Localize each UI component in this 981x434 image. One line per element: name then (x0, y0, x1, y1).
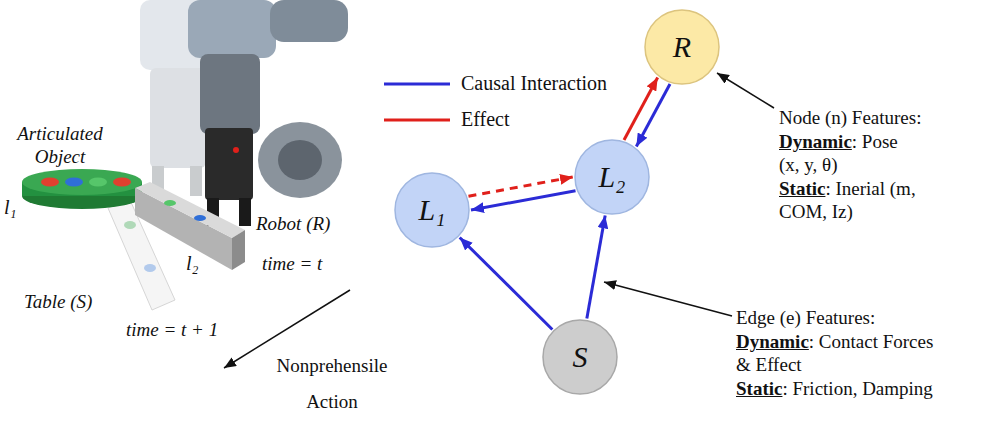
legend-line (384, 82, 450, 85)
drawing-ellipse (124, 221, 136, 229)
drawing-ellipse (194, 215, 206, 221)
articulated-disk (22, 169, 142, 209)
label-text: Table (S) (24, 291, 92, 312)
legend-line-sample (383, 114, 451, 126)
node-text-holder: S (542, 319, 618, 395)
feature-kind: Static (736, 378, 782, 399)
part-label: Articulated Object (4, 122, 116, 168)
time-label: time = t + 1 (126, 318, 218, 341)
feature-kind: Dynamic (779, 131, 852, 152)
drawing-ellipse (41, 178, 59, 187)
drawing-rect (200, 54, 260, 134)
label-text: l₁ (4, 196, 17, 218)
drawing-ellipse (278, 140, 322, 180)
node-text-holder: R (644, 9, 720, 85)
node-label: R (673, 30, 691, 64)
node-text-holder: L₁ (394, 172, 470, 248)
connector-arrow (468, 177, 573, 196)
node-callout-leader (717, 73, 774, 108)
link-node: L₁ (394, 172, 470, 248)
time-label: time = t (262, 252, 322, 275)
connector-arrow (636, 84, 670, 146)
callout-heading: Edge (e) Features: (736, 306, 875, 329)
drawing-ellipse (89, 178, 107, 187)
drawing-rect (270, 0, 348, 42)
drawing-rect (239, 198, 251, 226)
legend-text: Causal Interaction (461, 72, 607, 95)
part-label: Table (S) (24, 290, 92, 313)
label-text: time = t (262, 253, 322, 274)
node-label: L₁ (418, 193, 445, 227)
node-text-holder: L₂ (574, 139, 650, 215)
feature-note: Static: Friction, Damping (736, 377, 933, 400)
link-node: L₂ (574, 139, 650, 215)
feature-note: Dynamic: Contact Forces & Effect (736, 330, 948, 376)
connector-arrow (587, 215, 605, 318)
drawing-ellipse (258, 122, 342, 198)
part-label: l₂ (186, 252, 199, 275)
connector-arrow (460, 237, 553, 329)
drawing-ellipse (113, 178, 131, 187)
label-text: l₂ (186, 252, 199, 274)
label-text: time = t + 1 (126, 319, 218, 340)
part-label: Robot (R) (256, 212, 330, 235)
label-text: Edge (e) Features: (736, 307, 875, 328)
feature-kind: Static (779, 178, 825, 199)
label-text: Articulated Object (17, 123, 102, 167)
drawing-circle (233, 147, 239, 153)
drawing-polygon (135, 182, 245, 238)
callout-heading: Node (n) Features: (779, 106, 921, 129)
legend-entry: Causal Interaction (383, 72, 607, 95)
drawing-rect (205, 128, 253, 200)
feature-kind: Dynamic (736, 331, 809, 352)
node-label: S (573, 340, 588, 374)
circle-shape (645, 10, 719, 84)
feature-note: Dynamic: Pose (x, y, θ) (779, 130, 919, 176)
part-label: l₁ (4, 196, 17, 219)
drawing-ellipse (164, 200, 176, 206)
drawing-ellipse (65, 178, 83, 187)
label-text: Nonprehensile Action (277, 355, 388, 412)
drawing-rect (150, 68, 206, 168)
edge-callout-leader (604, 282, 732, 316)
node-label: L₂ (598, 160, 625, 194)
drawing-rect (188, 0, 276, 58)
circle-shape (395, 173, 469, 247)
label-text: : Friction, Damping (782, 378, 932, 399)
drawing-ellipse (144, 264, 156, 272)
circle-shape (543, 320, 617, 394)
legend-line-sample (383, 78, 451, 90)
label-text: Robot (R) (256, 213, 330, 234)
drawing-rect (190, 166, 202, 196)
legend-line (384, 118, 450, 121)
feature-note: Static: Inerial (m, COM, Iz) (779, 177, 919, 223)
drawing-ellipse (22, 169, 142, 195)
legend-text: Effect (461, 108, 510, 131)
action-label: Nonprehensile Action (276, 348, 388, 420)
connector-arrow (624, 77, 658, 139)
drawing-polygon (232, 230, 245, 270)
robot-arm (188, 0, 348, 226)
legend-entry: Effect (383, 108, 510, 131)
robot-node: R (644, 9, 720, 85)
table-node: S (542, 319, 618, 395)
label-text: Node (n) Features: (779, 107, 921, 128)
circle-shape (575, 140, 649, 214)
